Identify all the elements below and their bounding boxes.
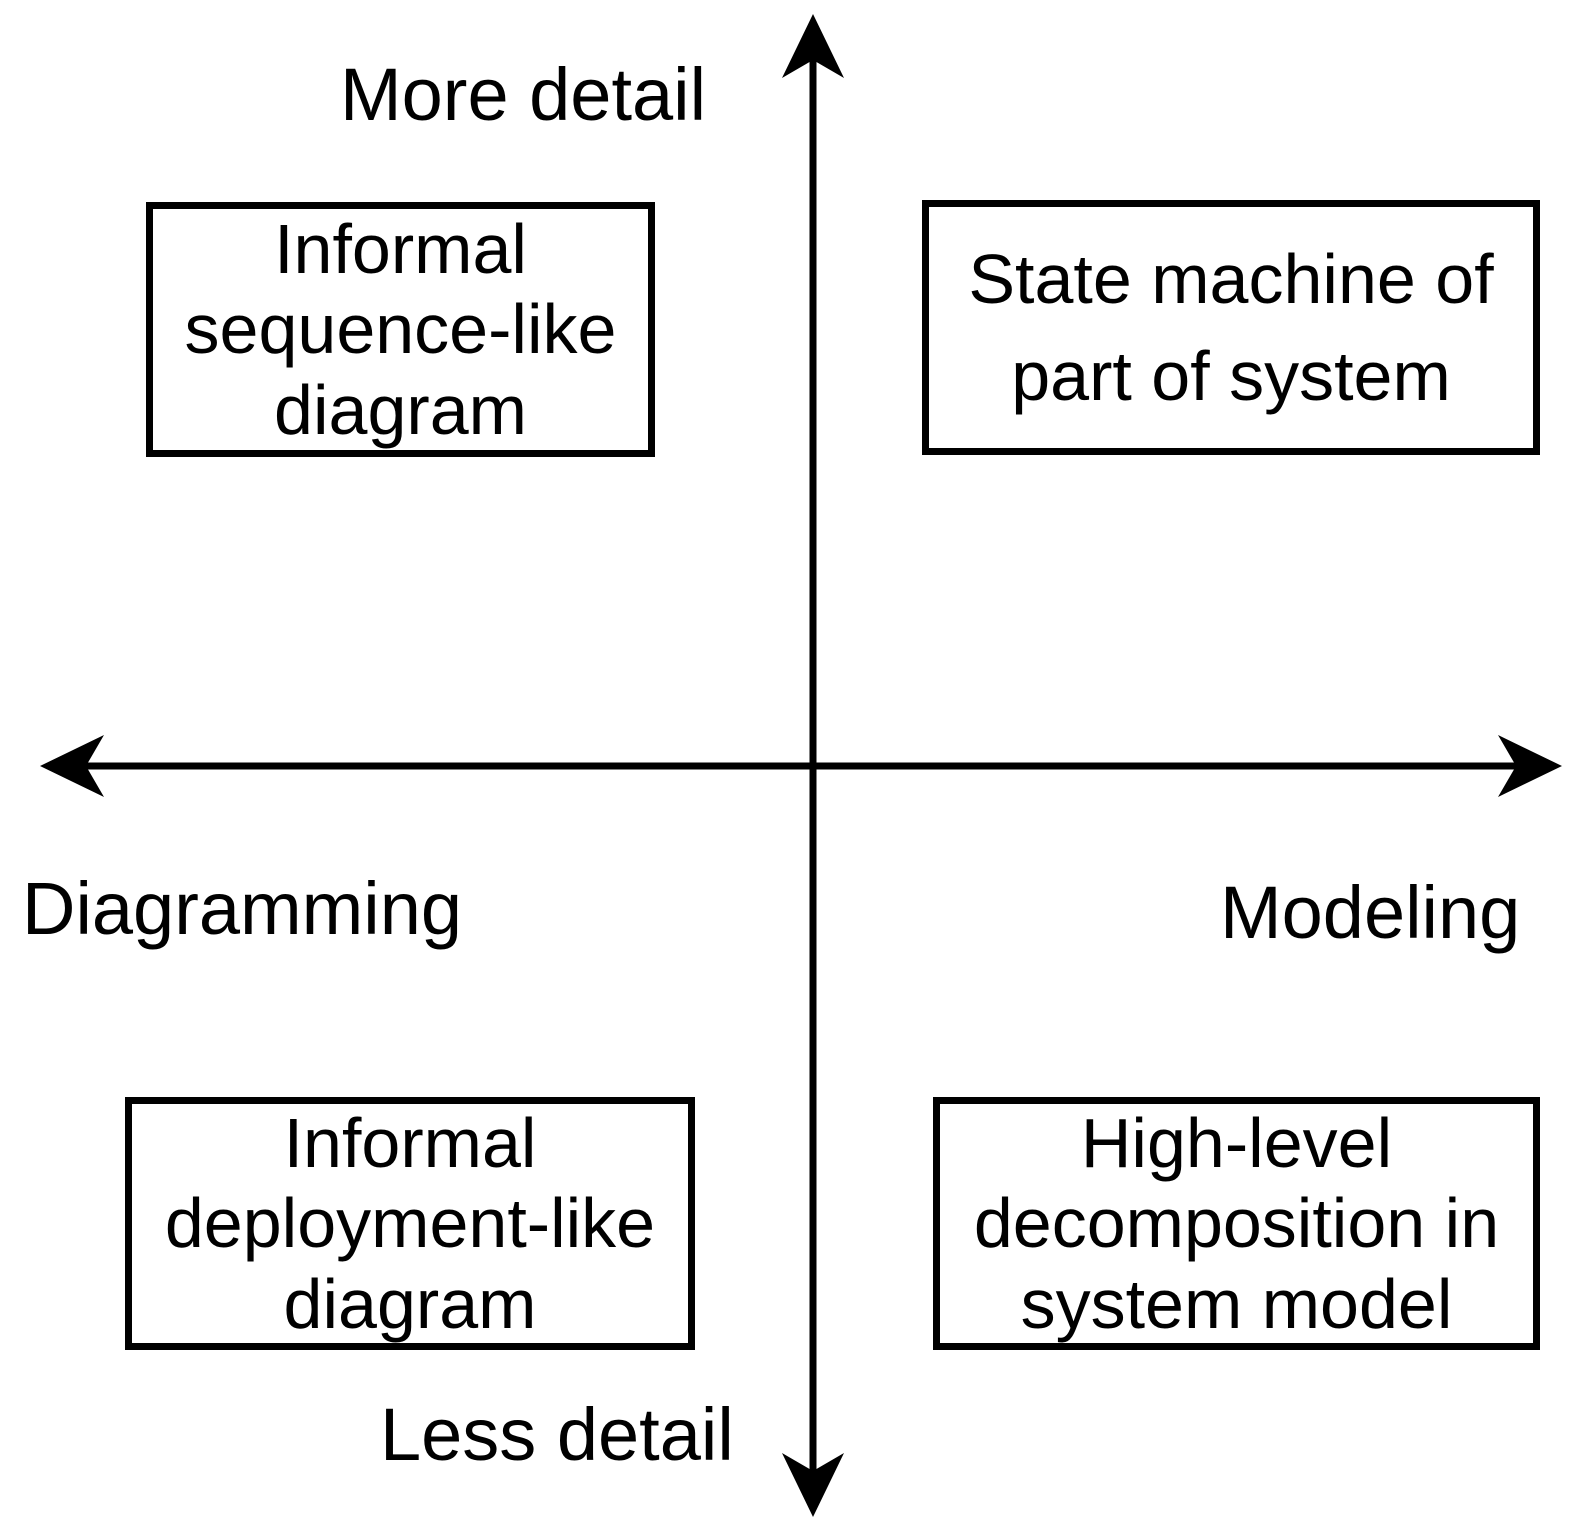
axis-label-diagramming: Diagramming [22, 867, 463, 950]
axis-label-less-detail: Less detail [380, 1393, 734, 1476]
arrowhead-up-icon [782, 14, 844, 78]
arrowhead-down-icon [782, 1453, 844, 1517]
axis-label-more-detail: More detail [340, 53, 707, 136]
quadrant-box-top-right: State machine of part of system [922, 200, 1540, 455]
quadrant-box-label: Informal deployment-like diagram [164, 1103, 656, 1343]
quadrant-box-top-left: Informal sequence-like diagram [146, 202, 655, 457]
quadrant-box-label: High-level decomposition in system model [973, 1103, 1500, 1343]
arrowhead-right-icon [1498, 735, 1562, 797]
quadrant-box-bottom-right: High-level decomposition in system model [933, 1097, 1540, 1350]
quadrant-box-label: Informal sequence-like diagram [184, 209, 617, 449]
axis-label-modeling: Modeling [1220, 871, 1521, 954]
quadrant-box-label: State machine of part of system [968, 239, 1494, 415]
quadrant-box-bottom-left: Informal deployment-like diagram [125, 1097, 695, 1350]
arrowhead-left-icon [40, 735, 104, 797]
